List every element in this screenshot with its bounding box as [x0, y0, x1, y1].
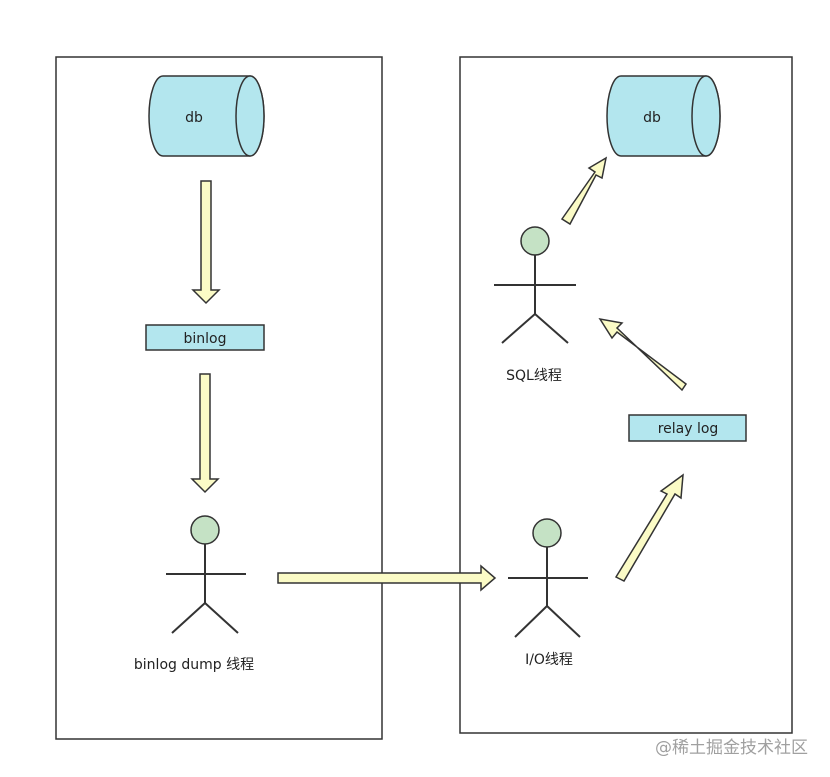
arrow-binlog-to-dump — [190, 373, 220, 494]
slave-panel — [459, 56, 793, 734]
io-thread-label: I/O线程 — [525, 652, 573, 668]
arrow-io-to-relay — [614, 473, 684, 582]
sql-thread-actor — [494, 226, 576, 344]
sql-thread-label: SQL线程 — [506, 368, 562, 384]
arrow-relay-to-sql — [598, 317, 688, 392]
slave-db-label: db — [643, 110, 661, 126]
arrow-db-to-binlog — [191, 180, 221, 305]
binlog-box: binlog — [145, 324, 265, 351]
binlog-label: binlog — [184, 331, 227, 347]
binlog-dump-thread-label: binlog dump 线程 — [134, 657, 254, 673]
binlog-dump-actor — [166, 515, 246, 634]
master-db-cylinder: db — [148, 75, 265, 157]
io-thread-actor — [508, 518, 588, 638]
arrow-dump-to-io — [277, 564, 497, 592]
arrow-sql-to-db — [560, 156, 608, 226]
relay-log-box: relay log — [628, 414, 747, 442]
slave-db-cylinder: db — [606, 75, 721, 157]
master-db-label: db — [185, 110, 203, 126]
watermark: @稀土掘金技术社区 — [655, 738, 808, 758]
relay-log-label: relay log — [658, 421, 719, 437]
master-panel — [55, 56, 383, 740]
